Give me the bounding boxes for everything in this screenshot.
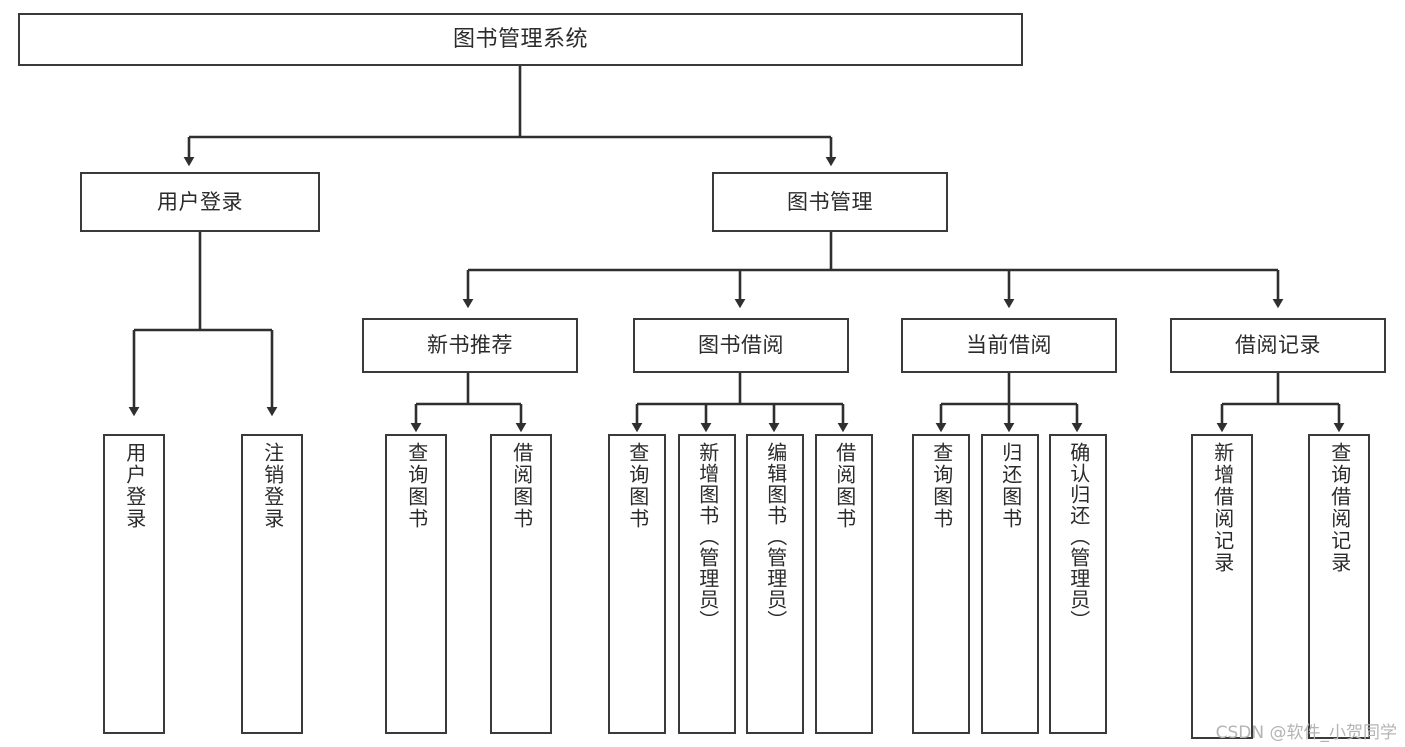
node-current-borrow[interactable]: 当前借阅 bbox=[901, 318, 1117, 373]
node-label: 借阅图书 bbox=[509, 442, 534, 530]
node-root-book-management-system[interactable]: 图书管理系统 bbox=[18, 13, 1023, 66]
leaf-user-login[interactable]: 用户登录 bbox=[103, 434, 165, 734]
leaf-borrow-query-book[interactable]: 查询图书 bbox=[608, 434, 666, 734]
node-label: 用户登录 bbox=[122, 442, 147, 530]
node-label: 查询图书 bbox=[404, 442, 429, 530]
node-label: 图书借阅 bbox=[698, 333, 784, 358]
node-label: 新书推荐 bbox=[427, 333, 513, 358]
node-label: 新增图书（管理员） bbox=[695, 442, 720, 631]
leaf-confirm-return-admin[interactable]: 确认归还（管理员） bbox=[1049, 434, 1107, 734]
node-label: 借阅记录 bbox=[1235, 333, 1321, 358]
node-label: 用户登录 bbox=[157, 189, 243, 214]
node-label: 当前借阅 bbox=[966, 333, 1052, 358]
node-label: 确认归还（管理员） bbox=[1066, 442, 1091, 631]
node-book-borrow[interactable]: 图书借阅 bbox=[633, 318, 849, 373]
node-label: 图书管理 bbox=[787, 189, 873, 214]
node-label: 归还图书 bbox=[998, 442, 1023, 530]
leaf-query-borrow-record[interactable]: 查询借阅记录 bbox=[1308, 434, 1370, 739]
leaf-borrow-book[interactable]: 借阅图书 bbox=[815, 434, 873, 734]
leaf-return-book[interactable]: 归还图书 bbox=[981, 434, 1039, 734]
node-label: 新增借阅记录 bbox=[1210, 442, 1235, 574]
node-borrow-record[interactable]: 借阅记录 bbox=[1170, 318, 1386, 373]
node-label: 借阅图书 bbox=[832, 442, 857, 530]
node-label: 查询图书 bbox=[929, 442, 954, 530]
leaf-logout-login[interactable]: 注销登录 bbox=[241, 434, 303, 734]
node-user-login[interactable]: 用户登录 bbox=[80, 172, 320, 232]
node-label: 查询图书 bbox=[625, 442, 650, 530]
node-label: 图书管理系统 bbox=[452, 26, 588, 52]
leaf-new-borrow-book[interactable]: 借阅图书 bbox=[490, 434, 552, 734]
leaf-current-query-book[interactable]: 查询图书 bbox=[912, 434, 970, 734]
node-label: 注销登录 bbox=[260, 442, 285, 530]
node-book-management[interactable]: 图书管理 bbox=[712, 172, 948, 232]
leaf-add-book-admin[interactable]: 新增图书（管理员） bbox=[678, 434, 736, 734]
leaf-new-query-book[interactable]: 查询图书 bbox=[385, 434, 447, 734]
node-label: 查询借阅记录 bbox=[1327, 442, 1352, 574]
node-label: 编辑图书（管理员） bbox=[763, 442, 788, 631]
leaf-edit-book-admin[interactable]: 编辑图书（管理员） bbox=[746, 434, 804, 734]
leaf-add-borrow-record[interactable]: 新增借阅记录 bbox=[1191, 434, 1253, 739]
node-new-book-recommend[interactable]: 新书推荐 bbox=[362, 318, 578, 373]
